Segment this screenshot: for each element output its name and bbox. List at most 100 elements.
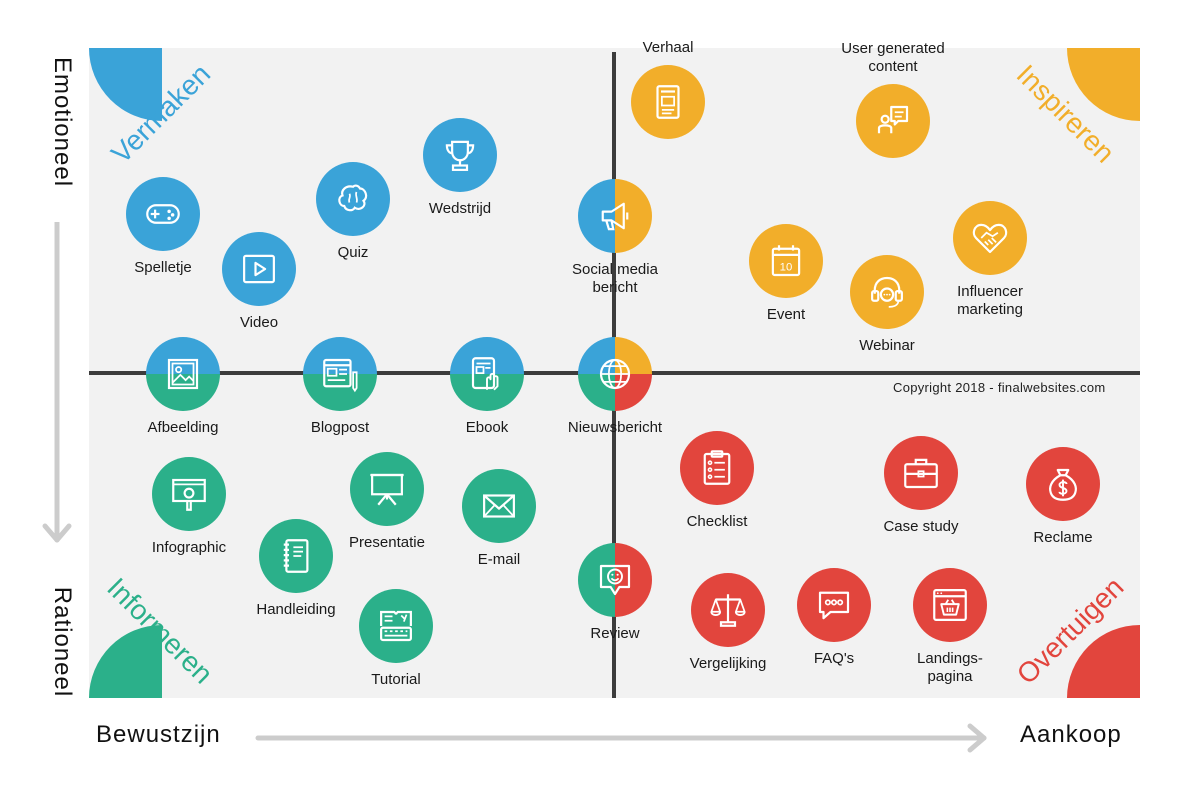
browser-basket-icon [933, 589, 967, 621]
ebook-circle [450, 337, 524, 411]
content-type-label: Tutorial [371, 671, 421, 688]
content-type-label: Influencer marketing [957, 283, 1023, 318]
content-type-vergelijking: Vergelijking [648, 573, 808, 673]
content-type-label: Event [766, 306, 806, 323]
horizontal-axis-arrow [255, 723, 987, 753]
content-type-label: Infographic [151, 539, 227, 556]
easel-icon [370, 473, 404, 506]
content-type-label: Handleiding [256, 601, 336, 618]
headset-circle [850, 255, 924, 329]
content-type-afbeelding: Afbeelding [103, 337, 263, 437]
content-type-faq-s: FAQ's [754, 568, 914, 668]
content-type-e-mail: E-mail [419, 469, 579, 569]
content-type-video: Video [179, 232, 339, 332]
gamepad-circle [126, 177, 200, 251]
content-type-label: Quiz [337, 244, 369, 261]
content-type-wedstrijd: Wedstrijd [380, 118, 540, 218]
globe-circle [578, 337, 652, 411]
content-type-label: Ebook [465, 419, 509, 436]
content-type-label: Social media bericht [572, 261, 658, 296]
content-type-label: Presentatie [349, 534, 425, 551]
content-type-label: Nieuwsbericht [567, 419, 663, 436]
handshake-circle [953, 201, 1027, 275]
content-type-checklist: Checklist [637, 431, 797, 531]
content-type-handleiding: Handleiding [216, 519, 376, 619]
money-bag-circle [1026, 447, 1100, 521]
content-type-label: Reclame [1033, 529, 1093, 546]
calendar-icon: 10 [771, 245, 801, 277]
content-type-label: Case study [883, 518, 959, 535]
content-type-label: Review [590, 625, 640, 642]
content-type-presentatie: Presentatie [307, 452, 467, 552]
content-type-label: Checklist [686, 513, 748, 530]
brain-icon [338, 184, 368, 212]
content-type-reclame: Reclame [983, 447, 1143, 547]
axis-label-aankoop: Aankoop [1020, 721, 1122, 748]
scales-icon [710, 594, 746, 627]
content-type-influencer-marketing: Influencer marketing [910, 201, 1070, 319]
envelope-icon [483, 494, 515, 518]
content-type-label: Spelletje [134, 259, 192, 276]
content-type-user-generated-content: User generated content [813, 40, 973, 158]
trophy-circle [423, 118, 497, 192]
keyboard-book-circle [359, 589, 433, 663]
content-type-label: Verhaal [642, 39, 694, 56]
megaphone-icon [601, 202, 629, 231]
content-type-landings-pagina: Landings- pagina [870, 568, 1030, 686]
play-icon [243, 254, 275, 284]
play-circle [222, 232, 296, 306]
content-type-case-study: Case study [841, 436, 1001, 536]
content-type-label: Wedstrijd [428, 200, 492, 217]
content-type-spelletje: Spelletje [83, 177, 243, 277]
content-type-nieuwsbericht: Nieuwsbericht [535, 337, 695, 437]
content-type-blogpost: Blogpost [260, 337, 420, 437]
megaphone-circle [578, 179, 652, 253]
content-type-label: E-mail [477, 551, 521, 568]
image-icon [167, 358, 199, 390]
clipboard-icon [703, 450, 731, 485]
calendar-circle: 10 [749, 224, 823, 298]
user-speech-icon [877, 105, 909, 134]
easel-circle [350, 452, 424, 526]
envelope-circle [462, 469, 536, 543]
money-bag-icon [1049, 468, 1077, 501]
clipboard-circle [680, 431, 754, 505]
vertical-axis-arrow [42, 222, 72, 543]
image-circle [146, 337, 220, 411]
blogpost-circle [303, 337, 377, 411]
content-type-label: User generated content [841, 40, 945, 75]
content-type-label: FAQ's [813, 650, 855, 667]
blogpost-icon [323, 358, 358, 393]
copyright-text: Copyright 2018 - finalwebsites.com [893, 380, 1106, 395]
handshake-icon [972, 223, 1008, 254]
content-type-review: Review [535, 543, 695, 643]
chat-dots-icon [818, 591, 850, 620]
content-type-infographic: Infographic [109, 457, 269, 557]
content-type-quiz: Quiz [273, 162, 433, 262]
content-type-verhaal: Verhaal [588, 39, 748, 139]
headset-icon [871, 276, 903, 308]
axis-label-emotioneel: Emotioneel [49, 56, 76, 188]
browser-basket-circle [913, 568, 987, 642]
briefcase-circle [884, 436, 958, 510]
notebook-icon [283, 539, 309, 573]
content-type-webinar: Webinar [807, 255, 967, 355]
globe-icon [599, 358, 631, 390]
scales-circle [691, 573, 765, 647]
gamepad-icon [146, 204, 180, 224]
notebook-circle [259, 519, 333, 593]
content-type-label: Afbeelding [147, 419, 219, 436]
ebook-icon [471, 357, 499, 391]
user-speech-circle [856, 84, 930, 158]
content-type-label: Landings- pagina [917, 650, 983, 685]
brain-circle [316, 162, 390, 236]
document-icon [656, 85, 680, 119]
chat-dots-circle [797, 568, 871, 642]
briefcase-icon [904, 458, 938, 489]
trophy-icon [445, 140, 475, 171]
corner-shape-informeren [89, 625, 162, 698]
smiley-speech-circle [578, 543, 652, 617]
corner-shape-overtuigen [1067, 625, 1140, 698]
content-type-label: Blogpost [310, 419, 370, 436]
